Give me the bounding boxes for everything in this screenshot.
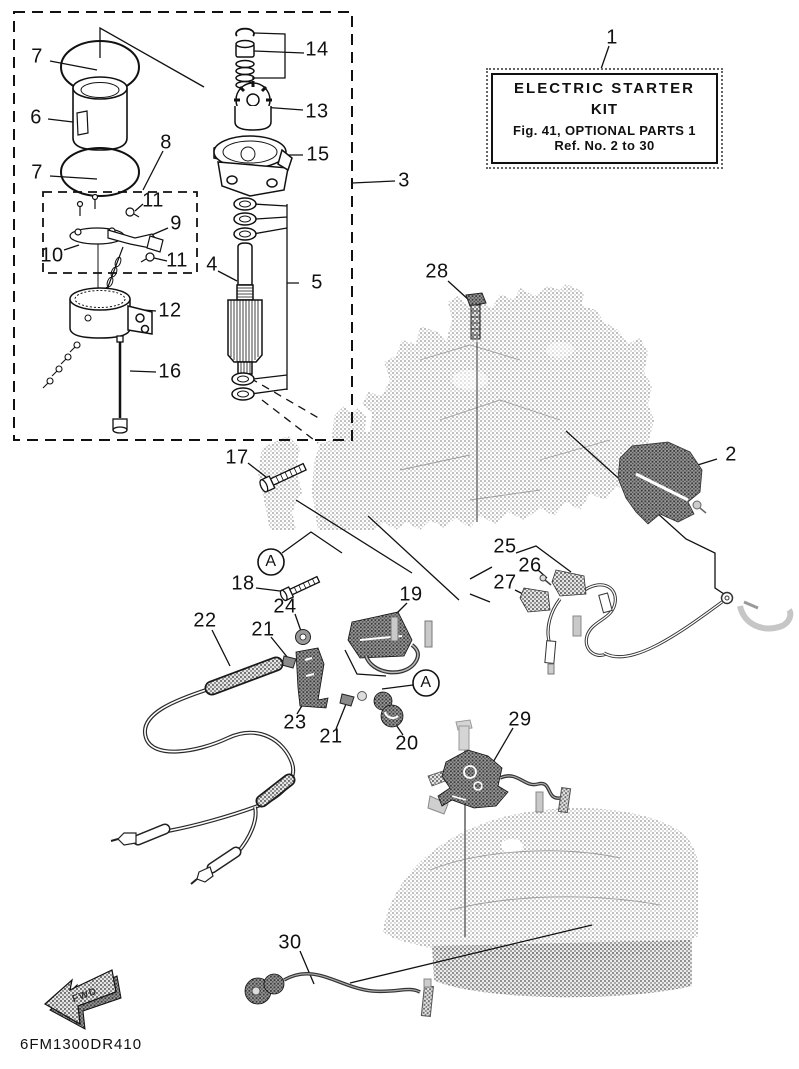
callout-30: 30 [278, 931, 302, 954]
callout-2: 2 [725, 443, 737, 466]
starter-end-cap [69, 287, 153, 339]
callout-8: 8 [160, 131, 172, 154]
terminal-cover-27 [519, 587, 551, 613]
figure-ref-range: Ref. No. 2 to 30 [554, 138, 655, 153]
starter-relay-19 [347, 611, 433, 675]
fwd-direction-arrow-icon [43, 969, 122, 1030]
clip-21b [339, 693, 355, 707]
callout-10: 10 [40, 244, 64, 267]
callout-15: 15 [306, 143, 330, 166]
callout-11-upper: 11 [142, 189, 164, 212]
callout-21-left: 21 [251, 618, 275, 641]
pinion-armature-exploded [213, 27, 293, 401]
callout-7-upper: 7 [31, 45, 43, 68]
starter-cable-29 [427, 719, 572, 815]
callout-18: 18 [231, 572, 255, 595]
pinion-clip [235, 27, 255, 37]
washer-set-upper [233, 197, 257, 241]
callout-12: 12 [158, 299, 182, 322]
mount-bolt-17 [259, 462, 307, 493]
battery-cable-22 [110, 656, 296, 885]
callout-22: 22 [193, 609, 217, 632]
washer-set-lower [231, 372, 255, 401]
callout-29: 29 [508, 708, 532, 731]
pinion-stopper [235, 39, 255, 58]
callout-5: 5 [311, 271, 323, 294]
callout-leader-lines [47, 32, 725, 985]
callout-1: 1 [606, 26, 618, 49]
figure-title-box: ELECTRIC STARTER KIT Fig. 41, OPTIONAL P… [486, 68, 723, 169]
callout-A-2: A [420, 674, 432, 691]
callout-4: 4 [206, 253, 218, 276]
detail-A-circle-2 [412, 669, 440, 697]
drawing-code: 6FM1300DR410 [20, 1036, 143, 1053]
grommet-24 [295, 629, 311, 645]
callout-25: 25 [493, 535, 517, 558]
kit-title-line2: KIT [590, 101, 619, 118]
callout-24: 24 [273, 595, 297, 618]
callout-9: 9 [170, 212, 182, 235]
callout-21-right: 21 [319, 725, 343, 748]
pinion-spring [235, 59, 255, 90]
o-ring-lower [60, 147, 140, 197]
wire-harness-lead [519, 569, 794, 675]
armature [227, 242, 263, 385]
kit-title-line1: ELECTRIC STARTER [514, 80, 695, 97]
callout-26: 26 [518, 554, 542, 577]
terminal-cover-25 [551, 569, 587, 597]
callout-A-1: A [265, 553, 277, 570]
wire-lead-30 [244, 971, 434, 1017]
mount-bolt-18 [279, 575, 321, 602]
detail-A-circle-1 [257, 548, 285, 576]
starter-yoke-cylinder [72, 76, 128, 151]
electrical-bracket-part2 [617, 441, 707, 525]
callout-7-lower: 7 [31, 161, 43, 184]
bolt-28 [465, 292, 487, 340]
callout-16: 16 [158, 360, 182, 383]
figure-number: Fig. 41, OPTIONAL PARTS 1 [513, 123, 696, 138]
callout-14: 14 [305, 38, 329, 61]
callout-3: 3 [398, 169, 410, 192]
engine-powerhead-silhouette [258, 284, 654, 530]
brush-holder-set [69, 193, 164, 301]
cable-bracket-23 [295, 647, 329, 709]
clip-21a [281, 655, 297, 669]
starter-front-bracket [213, 135, 293, 197]
callout-23: 23 [283, 711, 307, 734]
callout-19: 19 [399, 583, 423, 606]
callout-28: 28 [425, 260, 449, 283]
callout-13: 13 [305, 100, 329, 123]
callout-20: 20 [395, 732, 419, 755]
starter-motor-exploded [42, 40, 164, 434]
screw-26 [539, 574, 552, 586]
callout-6: 6 [30, 106, 42, 129]
terminal-screws [42, 341, 81, 389]
bottom-cowling-silhouette [383, 807, 699, 998]
pinion-gear [234, 81, 272, 131]
through-bolt [112, 335, 128, 434]
callout-11-lower: 11 [166, 249, 188, 272]
cable-joint-20 [357, 691, 404, 728]
callout-17: 17 [225, 446, 249, 469]
callout-27: 27 [493, 571, 517, 594]
